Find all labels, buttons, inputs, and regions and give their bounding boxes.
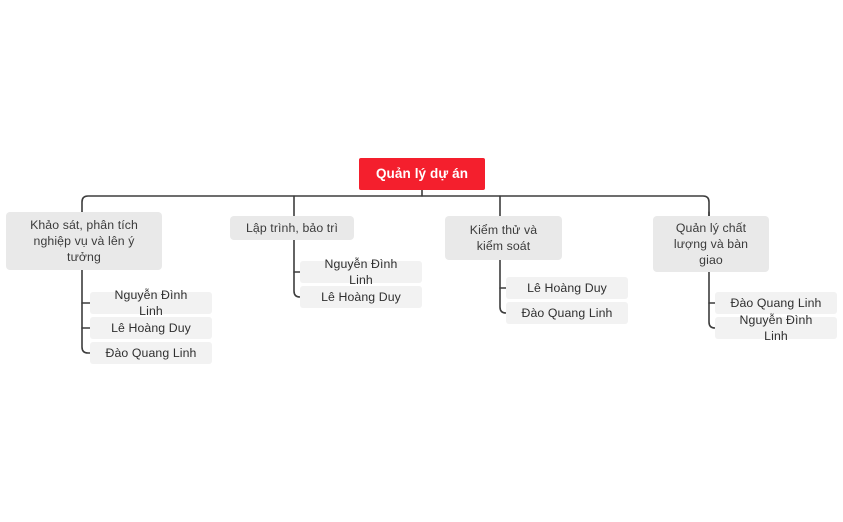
node-leaf-label: Nguyễn Đình Linh	[324, 257, 398, 287]
node-leaf-person[interactable]: Đào Quang Linh	[715, 292, 837, 314]
node-leaf-person[interactable]: Lê Hoàng Duy	[506, 277, 628, 299]
node-leaf-person[interactable]: Lê Hoàng Duy	[300, 286, 422, 308]
node-branch-2[interactable]: Lập trình, bảo trì	[230, 216, 354, 240]
node-leaf-person[interactable]: Nguyễn Đình Linh	[90, 288, 212, 318]
node-branch-3[interactable]: Kiểm thử và kiểm soát	[445, 216, 562, 260]
node-branch-label: Khảo sát, phân tích nghiệp vụ và lên ý t…	[30, 218, 138, 264]
node-leaf-person[interactable]: Đào Quang Linh	[90, 342, 212, 364]
node-root-label: Quản lý dự án	[375, 166, 469, 181]
node-branch-4[interactable]: Quản lý chất lượng và bàn giao	[653, 216, 769, 272]
node-leaf-person[interactable]: Lê Hoàng Duy	[90, 317, 212, 339]
node-leaf-label: Lê Hoàng Duy	[321, 290, 401, 304]
node-leaf-person[interactable]: Đào Quang Linh	[506, 302, 628, 324]
node-leaf-label: Lê Hoàng Duy	[111, 321, 191, 335]
node-leaf-label: Đào Quang Linh	[521, 306, 613, 320]
node-root-quan-ly-du-an[interactable]: Quản lý dự án	[359, 158, 485, 190]
node-leaf-person[interactable]: Nguyễn Đình Linh	[300, 257, 422, 287]
node-branch-label: Kiểm thử và kiểm soát	[469, 223, 538, 253]
node-leaf-label: Nguyễn Đình Linh	[114, 288, 188, 318]
node-leaf-label: Đào Quang Linh	[105, 346, 197, 360]
node-branch-label: Lập trình, bảo trì	[245, 221, 339, 235]
node-branch-1[interactable]: Khảo sát, phân tích nghiệp vụ và lên ý t…	[6, 212, 162, 270]
node-leaf-person[interactable]: Nguyễn Đình Linh	[715, 313, 837, 343]
node-leaf-label: Nguyễn Đình Linh	[739, 313, 813, 343]
node-branch-label: Quản lý chất lượng và bàn giao	[673, 221, 749, 267]
node-leaf-label: Đào Quang Linh	[730, 296, 822, 310]
node-leaf-label: Lê Hoàng Duy	[527, 281, 607, 295]
